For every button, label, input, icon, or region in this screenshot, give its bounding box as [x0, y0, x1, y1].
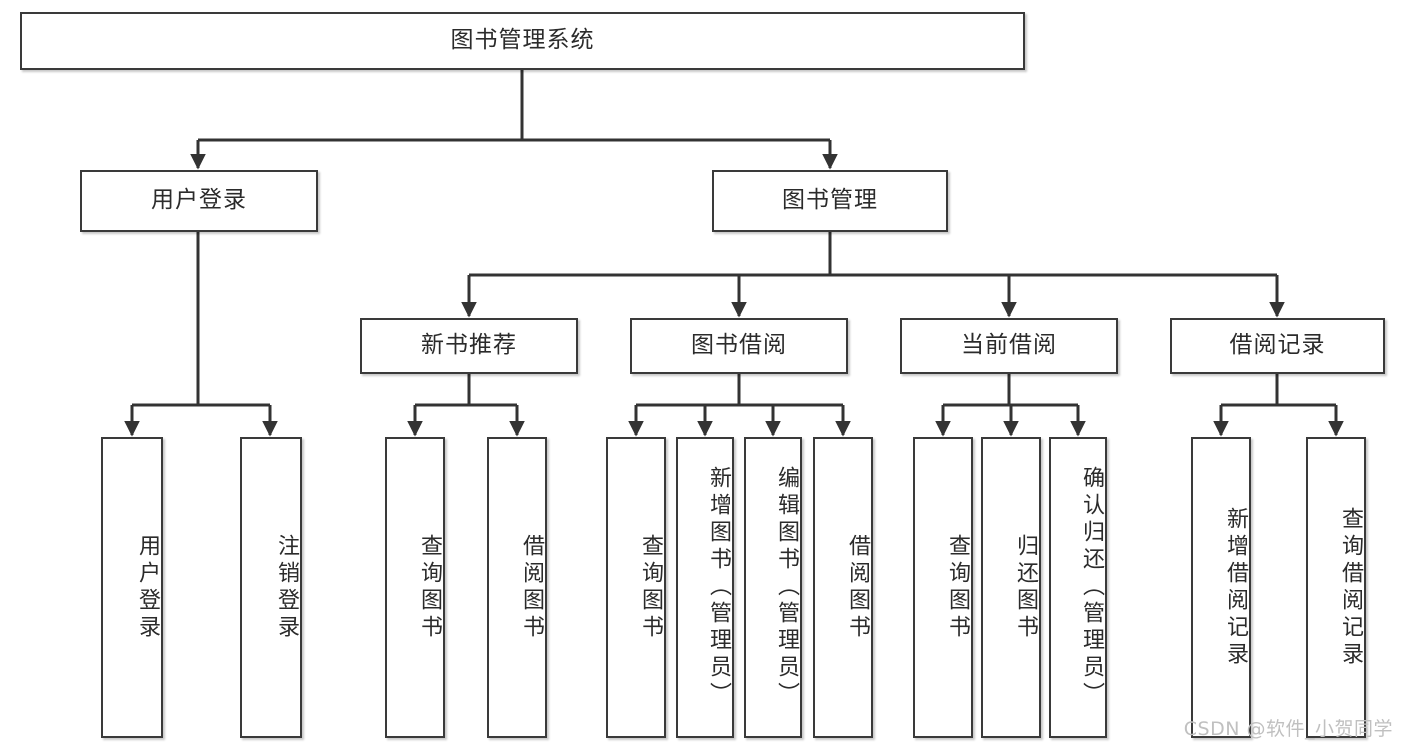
node-label: 借阅图书: [519, 533, 544, 642]
node-user-login[interactable]: 用户登录: [80, 170, 318, 232]
node-book-management[interactable]: 图书管理: [712, 170, 948, 232]
node-root-book-management-system[interactable]: 图书管理系统: [20, 12, 1025, 70]
leaf-query-borrow-record[interactable]: 查询借阅记录: [1306, 437, 1366, 738]
leaf-return-book[interactable]: 归还图书: [981, 437, 1041, 738]
node-label: 用户登录: [151, 187, 247, 214]
node-label: 新增借阅记录: [1223, 506, 1248, 669]
leaf-query-book-current[interactable]: 查询图书: [913, 437, 973, 738]
node-book-borrow[interactable]: 图书借阅: [630, 318, 848, 374]
node-label: 借阅图书: [845, 533, 870, 642]
leaf-query-book-recommend[interactable]: 查询图书: [385, 437, 445, 738]
leaf-edit-book-admin[interactable]: 编辑图书（管理员）: [744, 437, 802, 738]
leaf-borrow-book-recommend[interactable]: 借阅图书: [487, 437, 547, 738]
leaf-logout[interactable]: 注销登录: [240, 437, 302, 738]
node-label: 查询借阅记录: [1338, 506, 1363, 669]
node-label: 用户登录: [135, 533, 160, 642]
node-label: 确认归还（管理员）: [1079, 466, 1104, 709]
leaf-add-borrow-record[interactable]: 新增借阅记录: [1191, 437, 1251, 738]
node-label: 图书管理: [782, 187, 878, 214]
leaf-confirm-return-admin[interactable]: 确认归还（管理员）: [1049, 437, 1107, 738]
leaf-borrow-book[interactable]: 借阅图书: [813, 437, 873, 738]
node-label: 图书管理系统: [450, 27, 595, 54]
node-label: 查询图书: [945, 533, 970, 642]
node-label: 归还图书: [1013, 533, 1038, 642]
leaf-add-book-admin[interactable]: 新增图书（管理员）: [676, 437, 734, 738]
node-borrow-record[interactable]: 借阅记录: [1170, 318, 1385, 374]
leaf-user-login[interactable]: 用户登录: [101, 437, 163, 738]
node-current-borrow[interactable]: 当前借阅: [900, 318, 1118, 374]
node-label: 编辑图书（管理员）: [774, 466, 799, 709]
node-new-book-recommend[interactable]: 新书推荐: [360, 318, 578, 374]
node-label: 查询图书: [638, 533, 663, 642]
watermark: CSDN @软件_小贺同学: [1183, 718, 1393, 740]
node-label: 查询图书: [417, 533, 442, 642]
leaf-query-book-borrow[interactable]: 查询图书: [606, 437, 666, 738]
node-label: 当前借阅: [961, 332, 1057, 359]
node-label: 借阅记录: [1229, 332, 1326, 359]
node-label: 新书推荐: [421, 332, 517, 359]
node-label: 图书借阅: [691, 332, 787, 359]
node-label: 新增图书（管理员）: [706, 466, 731, 709]
node-label: 注销登录: [274, 533, 299, 642]
